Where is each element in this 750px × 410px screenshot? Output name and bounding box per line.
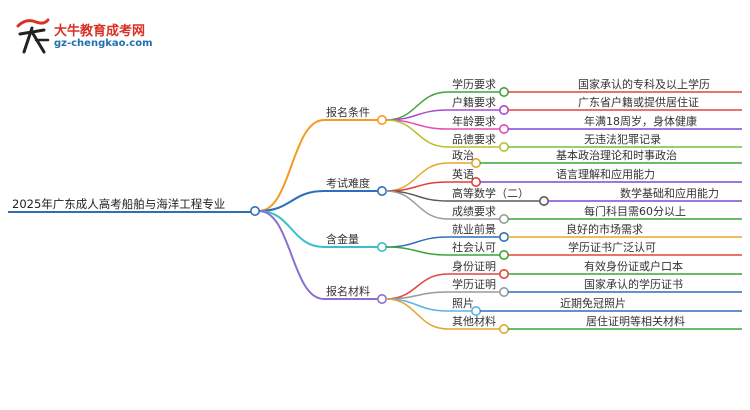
child-node bbox=[498, 250, 509, 261]
logo-title: 大牛教育成考网 bbox=[54, 24, 146, 39]
branch-label: 含金量 bbox=[326, 232, 359, 246]
leaf-label: 居住证明等相关材料 bbox=[586, 314, 685, 328]
leaf-label: 良好的市场需求 bbox=[566, 222, 643, 236]
child-label: 户籍要求 bbox=[452, 95, 496, 109]
leaf-label: 广东省户籍或提供居住证 bbox=[578, 95, 699, 109]
leaf-label: 国家承认的学历证书 bbox=[584, 277, 683, 291]
leaf-label: 基本政治理论和时事政治 bbox=[556, 148, 677, 162]
child-node bbox=[498, 232, 509, 243]
child-label: 品德要求 bbox=[452, 132, 496, 146]
branch-node bbox=[376, 242, 387, 253]
child-node bbox=[498, 268, 509, 279]
child-connector bbox=[385, 246, 449, 256]
leaf-label: 学历证书广泛认可 bbox=[568, 240, 656, 254]
branch-connector bbox=[258, 190, 325, 212]
branch-node bbox=[376, 186, 387, 197]
root-node bbox=[250, 206, 261, 217]
branch-connector bbox=[258, 210, 325, 300]
root-node-label: 2025年广东成人高考船舶与海洋工程专业 bbox=[12, 197, 225, 211]
child-node bbox=[498, 286, 509, 297]
child-label: 就业前景 bbox=[452, 222, 496, 236]
child-label: 英语 bbox=[452, 167, 474, 181]
leaf-label: 有效身份证或户口本 bbox=[584, 259, 683, 273]
child-node bbox=[470, 177, 481, 188]
child-node bbox=[498, 214, 509, 225]
leaf-label: 国家承认的专科及以上学历 bbox=[578, 77, 710, 91]
child-connector bbox=[385, 91, 449, 121]
child-label: 照片 bbox=[452, 297, 474, 310]
child-label: 身份证明 bbox=[452, 259, 496, 273]
leaf-label: 每门科目需60分以上 bbox=[584, 204, 686, 218]
child-node bbox=[538, 196, 549, 207]
child-label: 其他材料 bbox=[452, 314, 496, 328]
branch-label: 考试难度 bbox=[326, 176, 370, 190]
child-connector bbox=[385, 236, 449, 248]
child-connector bbox=[385, 119, 449, 148]
branch-label: 报名材料 bbox=[326, 284, 370, 298]
child-node bbox=[470, 158, 481, 169]
child-connector bbox=[385, 190, 449, 220]
child-label: 社会认可 bbox=[452, 240, 496, 254]
branch-label: 报名条件 bbox=[326, 105, 370, 119]
site-logo: 大牛教育成考网 gz-chengkao.com bbox=[14, 16, 164, 56]
child-node bbox=[498, 87, 509, 98]
leaf-label: 无违法犯罪记录 bbox=[584, 132, 661, 146]
child-node bbox=[498, 124, 509, 135]
leaf-label: 语言理解和应用能力 bbox=[556, 167, 655, 181]
child-label: 学历要求 bbox=[452, 77, 496, 91]
branch-connector bbox=[258, 119, 325, 212]
child-label: 成绩要求 bbox=[452, 205, 496, 218]
branch-node bbox=[376, 293, 387, 304]
child-node bbox=[470, 305, 481, 316]
child-node bbox=[498, 142, 509, 153]
child-node bbox=[498, 105, 509, 116]
branch-node bbox=[376, 115, 387, 126]
leaf-label: 近期免冠照片 bbox=[560, 296, 626, 310]
leaf-label: 数学基础和应用能力 bbox=[620, 186, 719, 200]
child-label: 高等数学（二） bbox=[452, 186, 529, 200]
child-node bbox=[498, 323, 509, 334]
leaf-label: 年满18周岁，身体健康 bbox=[584, 114, 697, 128]
logo-url: gz-chengkao.com bbox=[54, 38, 153, 49]
child-label: 学历证明 bbox=[452, 277, 496, 291]
child-connector bbox=[385, 298, 449, 330]
logo-mark-icon bbox=[16, 18, 50, 54]
child-connector bbox=[385, 291, 449, 300]
child-label: 政治 bbox=[452, 148, 474, 162]
branch-connector bbox=[258, 210, 325, 248]
child-label: 年龄要求 bbox=[452, 114, 496, 128]
